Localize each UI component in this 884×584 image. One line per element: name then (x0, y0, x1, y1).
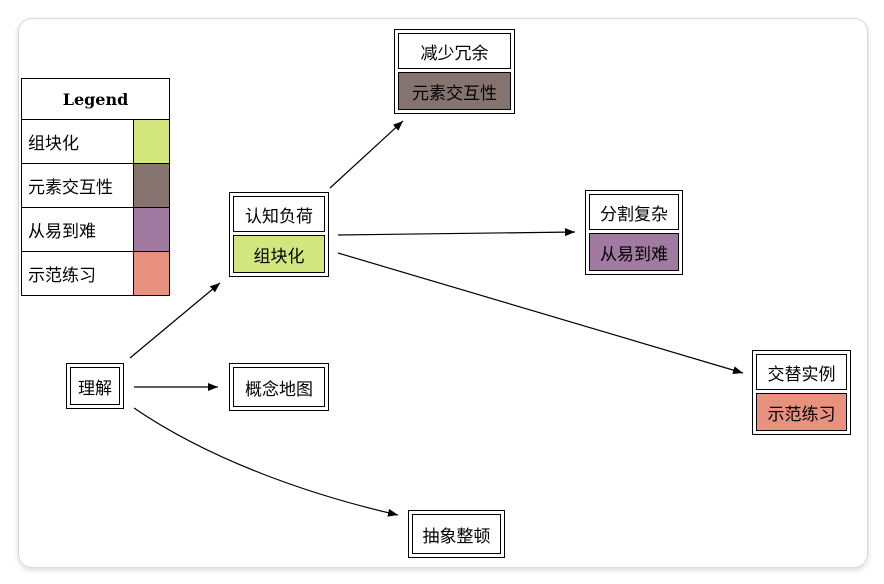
legend-label: 组块化 (21, 119, 134, 164)
node-title: 认知负荷 (233, 196, 325, 232)
node-concept-map: 概念地图 (229, 363, 329, 411)
legend-label: 示范练习 (21, 251, 134, 296)
node-tag: 示范练习 (756, 393, 847, 431)
node-title: 减少冗余 (398, 33, 511, 69)
node-title: 分割复杂 (589, 194, 679, 230)
edge-cognitive-load-to-split-complex (337, 228, 576, 237)
node-tag: 从易到难 (589, 233, 679, 271)
legend-swatch (132, 163, 171, 208)
node-tag: 组块化 (233, 235, 325, 273)
node-title: 抽象整顿 (412, 514, 501, 554)
legend: Legend 组块化 元素交互性 从易到难 示范练习 (21, 78, 171, 296)
node-cognitive-load: 认知负荷 组块化 (229, 192, 329, 277)
node-abstract: 抽象整顿 (408, 510, 505, 558)
edge-understand-to-abstract (133, 407, 399, 517)
node-alternate-examples: 交替实例 示范练习 (752, 350, 851, 435)
edge-understand-to-cognitive-load (129, 282, 221, 359)
legend-title: Legend (21, 78, 170, 120)
legend-swatch (132, 251, 171, 296)
legend-label: 元素交互性 (21, 163, 134, 208)
node-title: 理解 (70, 367, 120, 405)
legend-swatch (132, 207, 171, 252)
legend-swatch (132, 119, 171, 164)
edge-cognitive-load-to-alternate-examples (337, 252, 744, 374)
node-reduce-redundancy: 减少冗余 元素交互性 (394, 29, 515, 114)
node-title: 概念地图 (233, 367, 325, 407)
edge-cognitive-load-to-reduce-redundancy (329, 120, 404, 189)
node-title: 交替实例 (756, 354, 847, 390)
node-split-complex: 分割复杂 从易到难 (585, 190, 683, 275)
node-understand: 理解 (66, 363, 124, 409)
legend-label: 从易到难 (21, 207, 134, 252)
node-tag: 元素交互性 (398, 72, 511, 110)
